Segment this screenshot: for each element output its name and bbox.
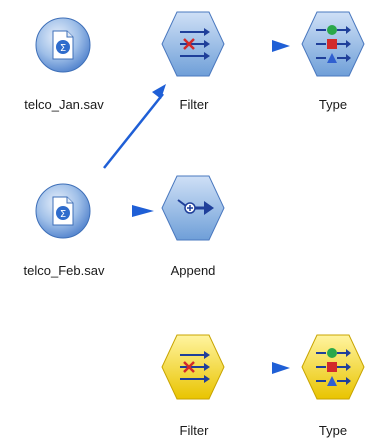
- node-label: Type: [318, 423, 348, 438]
- type-node-selected[interactable]: [300, 333, 366, 401]
- filter-icon: [161, 334, 225, 400]
- link-arrow-head: [152, 84, 166, 99]
- node-label: telco_Jan.sav: [24, 97, 104, 112]
- statistics-file-icon: Σ: [35, 17, 91, 73]
- type-node[interactable]: [300, 10, 366, 78]
- filter-node[interactable]: [160, 10, 226, 78]
- svg-text:Σ: Σ: [60, 209, 66, 220]
- node-label: Append: [170, 263, 216, 278]
- source-node-telco-jan[interactable]: Σ: [35, 14, 91, 76]
- node-label: Filter: [179, 423, 209, 438]
- source-node-telco-feb[interactable]: Σ: [35, 180, 91, 242]
- link-arrow-filter2-type2: [272, 362, 290, 374]
- statistics-file-icon: Σ: [35, 183, 91, 239]
- node-label: Filter: [179, 97, 209, 112]
- type-icon: [301, 11, 365, 77]
- link-telco-feb-to-filter: [103, 93, 164, 169]
- filter-node-selected[interactable]: [160, 333, 226, 401]
- link-arrow-filter-type: [272, 40, 290, 52]
- append-node[interactable]: [160, 174, 226, 242]
- link-arrow-feb-append: [132, 205, 154, 217]
- node-label: telco_Feb.sav: [23, 263, 105, 278]
- node-label: Type: [318, 97, 348, 112]
- svg-text:Σ: Σ: [60, 43, 66, 54]
- type-icon: [301, 334, 365, 400]
- filter-icon: [161, 11, 225, 77]
- append-icon: [161, 175, 225, 241]
